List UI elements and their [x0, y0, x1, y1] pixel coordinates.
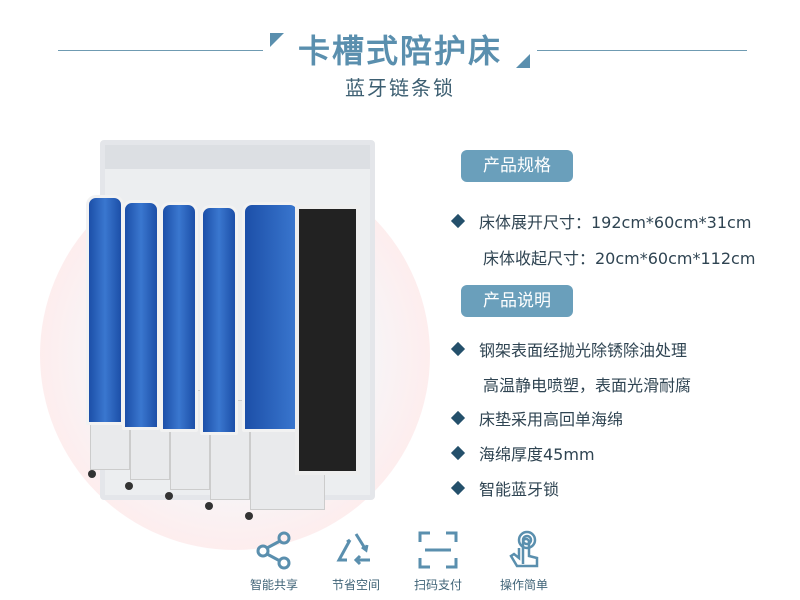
page-subtitle: 蓝牙链条锁 [345, 76, 455, 100]
diamond-bullet-icon [450, 341, 466, 357]
share-icon [256, 531, 291, 570]
corner-decoration [516, 54, 530, 68]
feature-save-space: 节省空间 [316, 530, 396, 593]
header-line-left [58, 50, 263, 51]
diamond-bullet-icon [450, 410, 466, 426]
feature-easy-operation: 操作简单 [484, 530, 564, 593]
corner-decoration [270, 33, 284, 47]
scan-icon [418, 531, 458, 569]
product-image [80, 140, 380, 520]
specs-tag: 产品规格 [461, 150, 573, 182]
description-item: 钢架表面经抛光除锈除油处理 [450, 337, 687, 361]
description-item: 床垫采用高回单海绵 [450, 406, 623, 430]
header-line-right [537, 50, 747, 51]
spec-item: 床体展开尺寸：192cm*60cm*31cm [450, 209, 751, 233]
feature-scan-pay: 扫码支付 [398, 530, 478, 593]
description-item: 智能蓝牙锁 [450, 476, 559, 500]
description-item: 高温静电喷塑，表面光滑耐腐 [483, 376, 692, 395]
diamond-bullet-icon [450, 480, 466, 496]
diamond-bullet-icon [450, 213, 466, 229]
recycle-icon [336, 533, 370, 566]
spec-item: 床体收起尺寸：20cm*60cm*112cm [483, 249, 756, 268]
description-tag: 产品说明 [461, 285, 573, 317]
diamond-bullet-icon [450, 445, 466, 461]
description-item: 海绵厚度45mm [450, 441, 595, 465]
feature-smart-share: 智能共享 [234, 530, 314, 593]
page-title: 卡槽式陪护床 [297, 32, 502, 70]
touch-icon [509, 530, 539, 568]
